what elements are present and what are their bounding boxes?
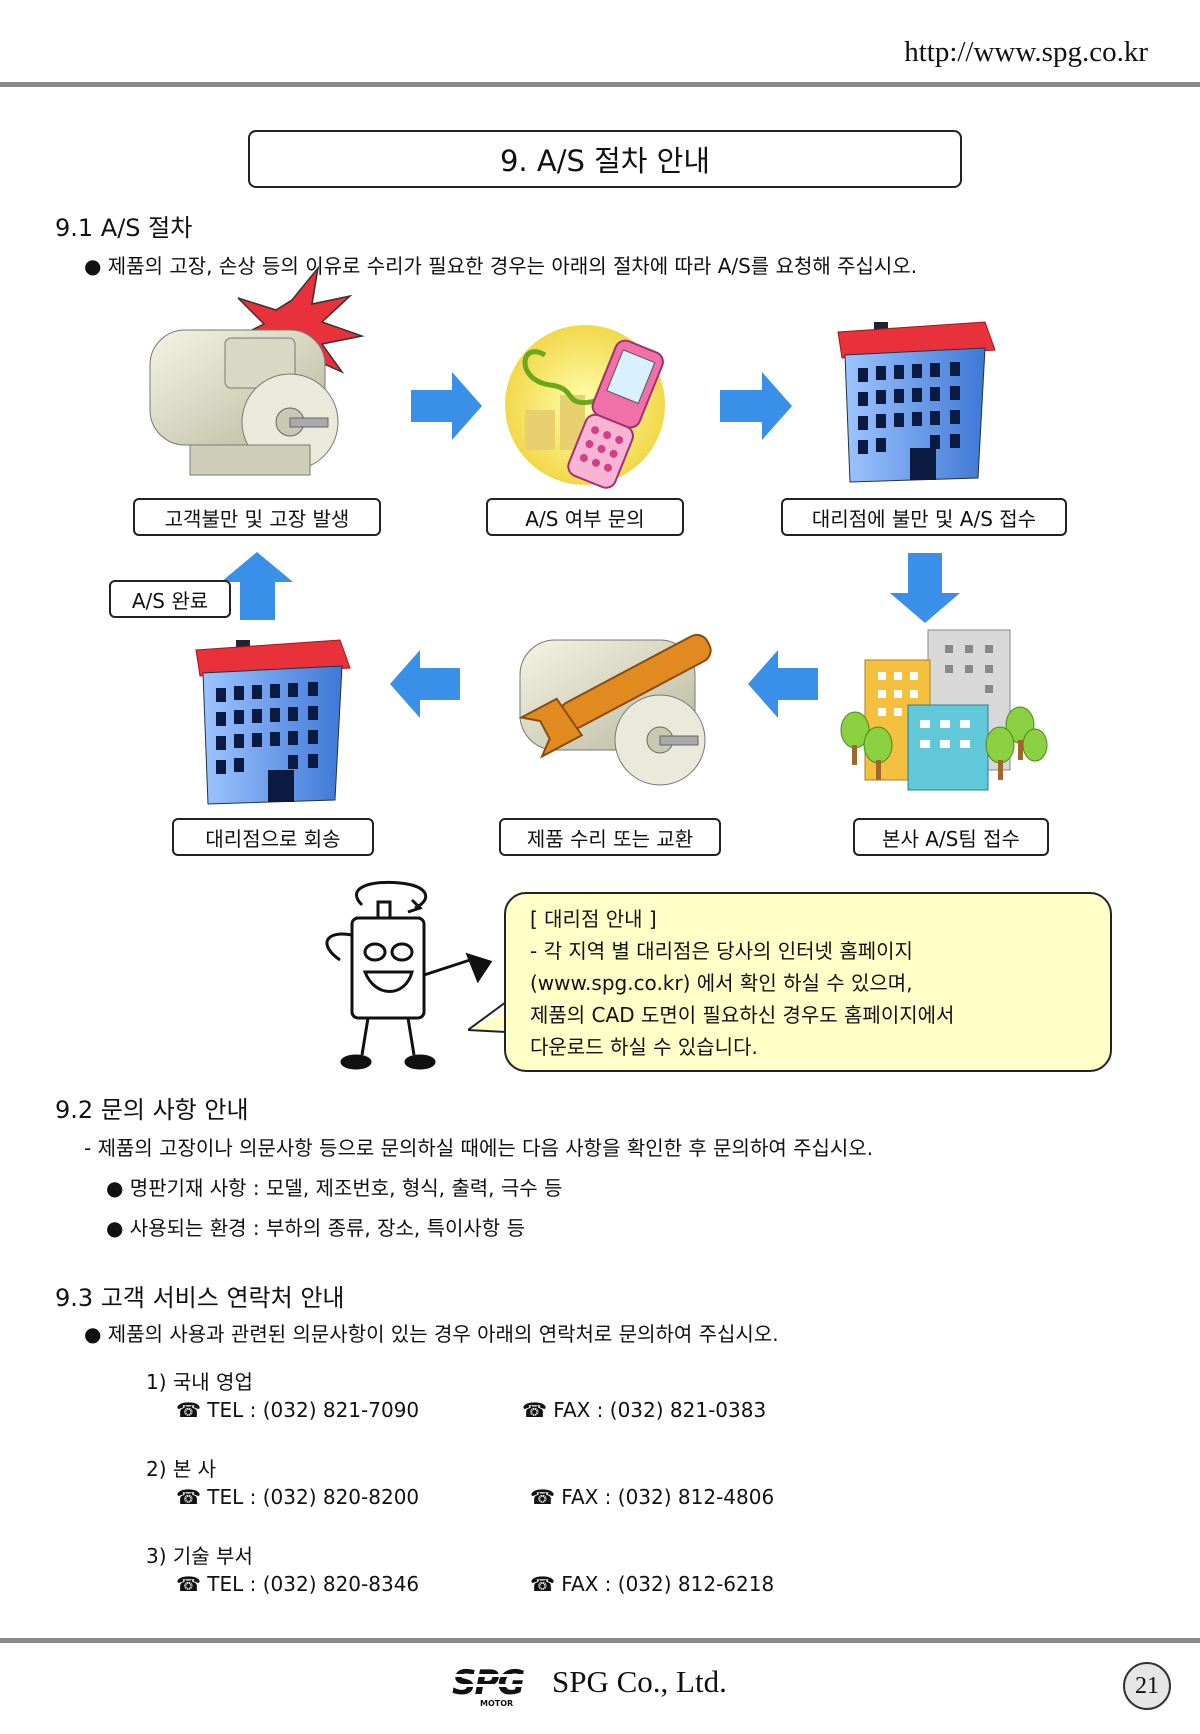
bubble-title: [ 대리점 안내 ] [530, 907, 657, 931]
section-heading-9-2: 9.2 문의 사항 안내 [55, 1096, 249, 1124]
section-heading-9-1: 9.1 A/S 절차 [55, 214, 193, 242]
svg-text:MOTOR: MOTOR [480, 1699, 513, 1708]
agency-info-bubble [504, 892, 1112, 1072]
footer-company: SPG Co., Ltd. [552, 1664, 727, 1699]
flow-step-hq-receipt: 본사 A/S팀 접수 [853, 818, 1049, 856]
flow-step-inquiry: A/S 여부 문의 [486, 498, 684, 536]
repair-motor-wrench-icon [518, 633, 712, 786]
svg-text:SPG: SPG [452, 1663, 524, 1703]
bubble-line-2: (www.spg.co.kr) 에서 확인 하실 수 있으며, [530, 971, 913, 995]
flow-arrow-right-1 [411, 372, 482, 440]
bubble-line-3: 제품의 CAD 도면이 필요하신 경우도 홈페이지에서 [530, 1003, 955, 1027]
headquarters-buildings-icon [840, 629, 1048, 791]
flow-arrow-left-1 [748, 650, 818, 718]
contact-name: 2) 본 사 [146, 1457, 217, 1481]
flow-step-repair: 제품 수리 또는 교환 [499, 818, 721, 856]
contact-tel: ☎ TEL : (032) 821-7090 [176, 1398, 420, 1422]
bubble-line-1: - 각 지역 별 대리점은 당사의 인터넷 홈페이지 [530, 939, 913, 963]
flow-arrow-right-2 [720, 372, 792, 440]
header-rule [0, 82, 1200, 87]
section-9-2-item-1: ● 명판기재 사항 : 모델, 제조번호, 형식, 출력, 극수 등 [106, 1176, 563, 1200]
return-building-icon [195, 639, 351, 805]
contact-fax: ☎ FAX : (032) 812-6218 [530, 1572, 775, 1596]
page-title: 9. A/S 절차 안내 [248, 130, 962, 188]
contact-fax: ☎ FAX : (032) 821-0383 [522, 1398, 767, 1422]
agency-building-icon [837, 321, 996, 483]
contact-tel: ☎ TEL : (032) 820-8346 [176, 1572, 420, 1596]
section-9-2-item-2: ● 사용되는 환경 : 부하의 종류, 장소, 특이사항 등 [106, 1216, 525, 1240]
flow-arrow-left-2 [390, 650, 460, 718]
contact-fax: ☎ FAX : (032) 812-4806 [530, 1485, 775, 1509]
flow-step-return: 대리점으로 회송 [172, 818, 374, 856]
contact-tel: ☎ TEL : (032) 820-8200 [176, 1485, 420, 1509]
contact-name: 1) 국내 영업 [146, 1370, 253, 1394]
spg-logo: SPG MOTOR [450, 1663, 540, 1708]
mascot-character-icon [325, 880, 493, 1070]
page-number: 21 [1123, 1662, 1171, 1710]
flow-step-complaint: 고객불만 및 고장 발생 [133, 498, 381, 536]
as-flow-diagram [149, 265, 1048, 1070]
footer-rule [0, 1638, 1200, 1643]
contact-name: 3) 기술 부서 [146, 1544, 253, 1568]
flow-arrow-down [890, 553, 960, 623]
mobile-phone-icon [505, 325, 665, 489]
header-url: http://www.spg.co.kr [904, 36, 1148, 68]
section-heading-9-3: 9.3 고객 서비스 연락처 안내 [55, 1284, 345, 1312]
section-9-2-intro: - 제품의 고장이나 의문사항 등으로 문의하실 때에는 다음 사항을 확인한 … [84, 1136, 874, 1160]
flow-step-as-complete: A/S 완료 [109, 580, 231, 618]
broken-motor-icon [149, 265, 365, 476]
section-9-3-bullet: ● 제품의 사용과 관련된 의문사항이 있는 경우 아래의 연락처로 문의하여 … [84, 1322, 779, 1346]
bubble-line-4: 다운로드 하실 수 있습니다. [530, 1035, 758, 1059]
flow-step-agency-receipt: 대리점에 불만 및 A/S 접수 [781, 498, 1067, 536]
section-9-1-bullet: ● 제품의 고장, 손상 등의 이유로 수리가 필요한 경우는 아래의 절차에 … [84, 254, 918, 278]
flow-arrow-up [221, 552, 293, 620]
